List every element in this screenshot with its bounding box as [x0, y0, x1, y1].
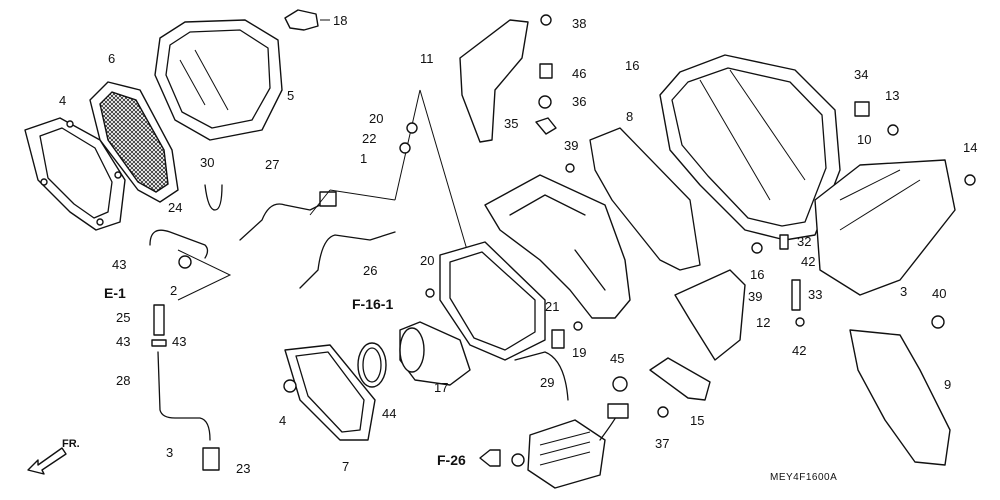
callout-27: 27	[265, 157, 280, 172]
gasket-plate	[24, 117, 126, 231]
callout-4b: 4	[279, 413, 287, 428]
clip-part-30	[204, 184, 223, 211]
lower-cover-part-9	[849, 329, 951, 466]
callout-20b: 20	[420, 253, 435, 268]
callout-39b: 39	[748, 289, 763, 304]
bolts-38-46-36	[535, 14, 557, 135]
callout-22: 22	[362, 131, 377, 146]
hose-part-24	[149, 229, 209, 259]
callout-12: 12	[756, 315, 771, 330]
callout-6: 6	[108, 51, 116, 66]
callout-45: 45	[610, 351, 625, 366]
callout-37: 37	[655, 436, 670, 451]
callout-29: 29	[540, 375, 555, 390]
callout-32: 32	[797, 234, 812, 249]
callout-38: 38	[572, 16, 587, 31]
callout-7: 7	[342, 459, 350, 474]
callout-2: 2	[170, 283, 178, 298]
callout-35: 35	[504, 116, 519, 131]
callout-14: 14	[963, 140, 978, 155]
callout-25: 25	[116, 310, 131, 325]
callout-24: 24	[168, 200, 183, 215]
callout-42b: 42	[792, 343, 807, 358]
callout-34: 34	[854, 67, 869, 82]
callout-16: 16	[625, 58, 640, 73]
callout-44: 44	[382, 406, 397, 421]
ref-label-f16: F-16-1	[352, 296, 394, 312]
ref-label-e1: E-1	[104, 285, 126, 301]
front-direction-label: FR.	[62, 438, 80, 450]
bracket-part-15	[649, 357, 711, 401]
front-arrow-icon	[27, 447, 67, 475]
drain-tube-assembly	[151, 304, 220, 471]
callout-11: 11	[420, 51, 434, 66]
callout-3: 3	[166, 445, 174, 460]
callout-43c: 43	[172, 334, 187, 349]
callout-28: 28	[116, 373, 131, 388]
callout-13: 13	[885, 88, 900, 103]
callout-40: 40	[932, 286, 947, 301]
callout-33: 33	[808, 287, 823, 302]
callout-10: 10	[857, 132, 872, 147]
side-cover-part-3	[814, 159, 956, 296]
callout-21: 21	[545, 299, 560, 314]
callout-9: 9	[944, 377, 952, 392]
bolt-part-18	[284, 9, 330, 31]
seal-gasket	[284, 344, 376, 441]
drawing-code: MEY4F1600A	[770, 472, 838, 483]
plate-part-12	[674, 269, 746, 361]
tube-part-26	[299, 231, 396, 289]
tube-part-27	[239, 199, 331, 241]
ref-arrow-f26	[479, 449, 501, 467]
callout-4: 4	[59, 93, 67, 108]
callout-3b: 3	[900, 284, 908, 299]
solenoid-block	[511, 403, 629, 489]
callout-15: 15	[690, 413, 705, 428]
hose-clamp	[178, 255, 192, 269]
air-filter-element	[89, 81, 179, 203]
misc-fasteners	[283, 101, 976, 418]
callout-5: 5	[287, 88, 295, 103]
callout-19: 19	[572, 345, 587, 360]
callout-43b: 43	[116, 334, 131, 349]
callout-39: 39	[564, 138, 579, 153]
callout-30: 30	[200, 155, 215, 170]
gasket-part-8	[589, 127, 701, 271]
air-cleaner-case	[659, 54, 841, 241]
callout-20: 20	[369, 111, 384, 126]
stay-plate	[484, 174, 631, 319]
clamp-band	[357, 342, 387, 388]
callout-43: 43	[112, 257, 127, 272]
callout-36: 36	[572, 94, 587, 109]
callout-1: 1	[360, 151, 368, 166]
callout-23: 23	[236, 461, 251, 476]
intake-duct	[399, 241, 546, 386]
ref-label-f26: F-26	[437, 452, 466, 468]
callout-26: 26	[363, 263, 378, 278]
air-cleaner-cover	[154, 19, 283, 141]
callout-16b: 16	[750, 267, 765, 282]
leader-lines	[177, 89, 471, 301]
callout-46: 46	[572, 66, 587, 81]
callout-17: 17	[434, 380, 449, 395]
callout-8: 8	[626, 109, 634, 124]
bracket-part-11	[459, 19, 529, 143]
hose-part-29	[514, 351, 569, 401]
callout-18: 18	[333, 13, 348, 28]
callout-42: 42	[801, 254, 816, 269]
